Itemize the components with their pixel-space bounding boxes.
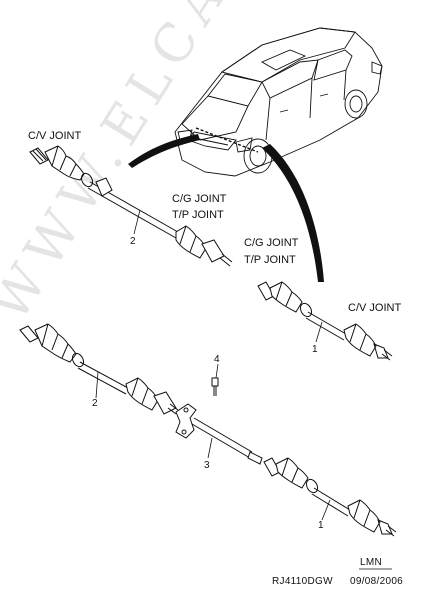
drive-shaft-1-lower: [263, 457, 397, 537]
drive-shaft-1-right: [257, 281, 393, 361]
cv-joint-label-top: C/V JOINT: [28, 130, 82, 142]
callout-1-right: 1: [312, 344, 318, 355]
car-illustration: [174, 27, 383, 177]
bolt-4: [211, 377, 219, 396]
leader-lines: [95, 209, 392, 570]
callout-3: 3: [204, 460, 210, 471]
cg-joint-label-2: C/G JOINT: [244, 237, 299, 249]
callout-2-upper: 2: [130, 236, 136, 247]
pointer-swoosh-left: [128, 134, 200, 168]
pointer-swoosh-right: [262, 144, 324, 282]
cv-joint-label-right: C/V JOINT: [348, 302, 402, 314]
drive-shaft-2-lower: [19, 323, 179, 415]
tp-joint-label-2: T/P JOINT: [244, 254, 296, 266]
drawing-date: 09/08/2006: [350, 576, 404, 587]
tp-joint-label-1: T/P JOINT: [172, 209, 224, 221]
cg-joint-label-1: C/G JOINT: [172, 193, 227, 205]
callout-1-lower: 1: [318, 520, 324, 531]
drawing-code: RJ4110DGW: [272, 576, 333, 587]
callout-2-lower: 2: [92, 398, 98, 409]
drive-shaft-2-upper: [29, 145, 233, 267]
intermediate-shaft-3: [175, 403, 263, 465]
callout-4: 4: [214, 354, 220, 365]
variant-code: LMN: [360, 557, 383, 568]
